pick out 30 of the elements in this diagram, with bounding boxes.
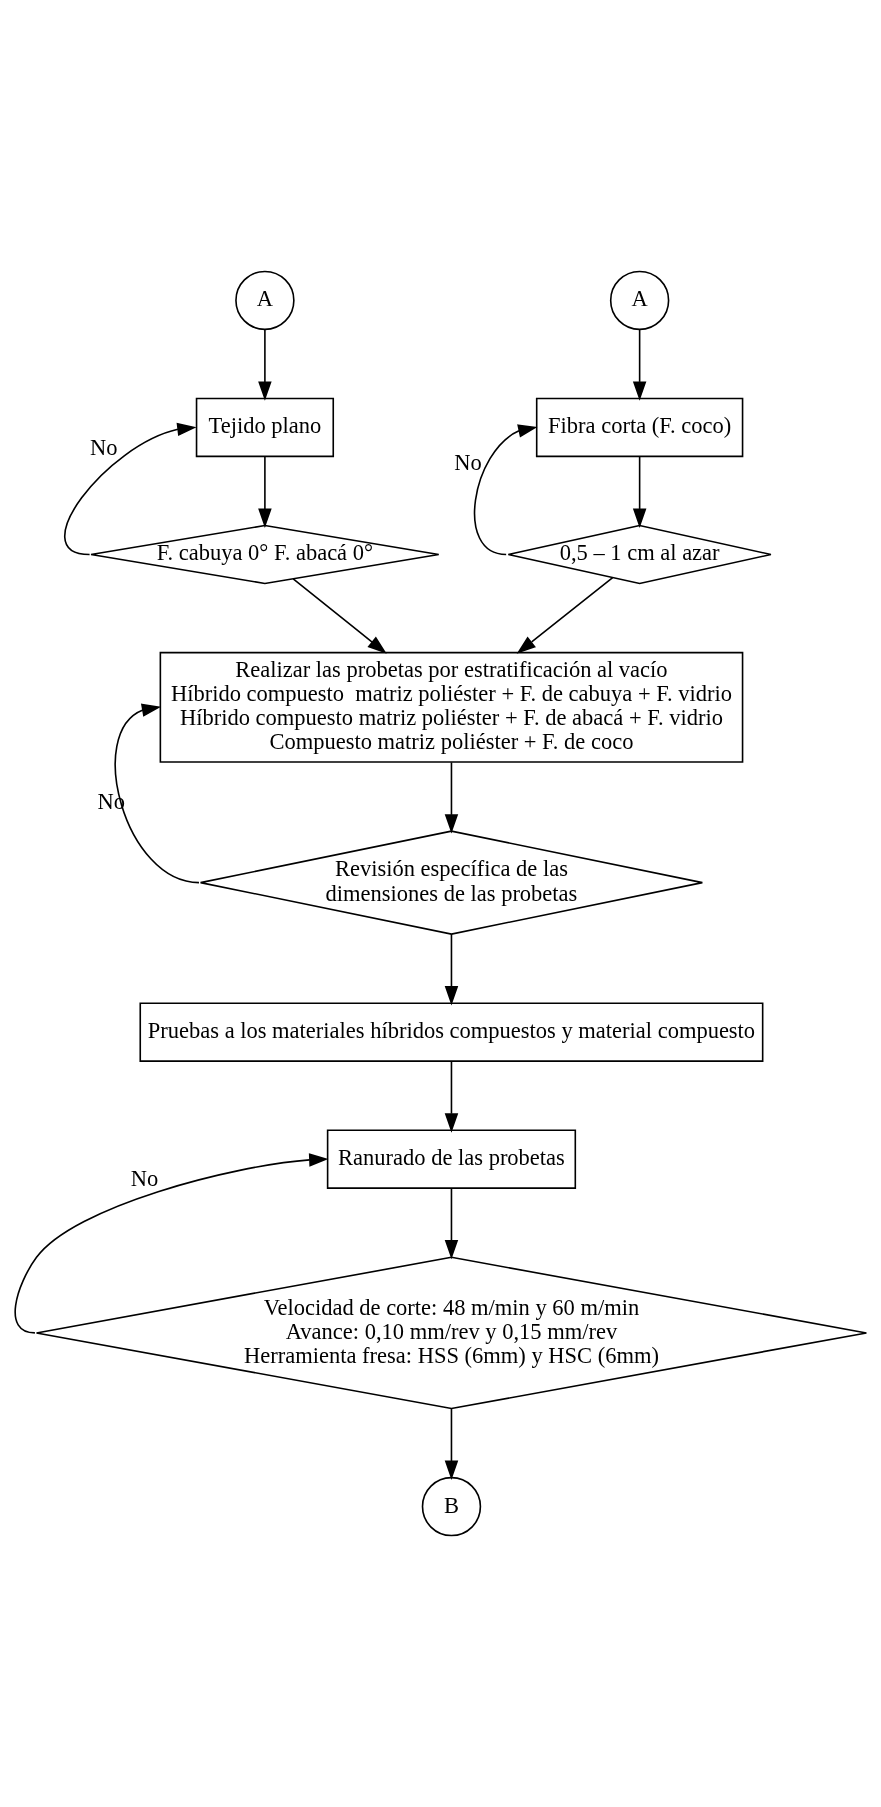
node-box: Tejido plano bbox=[195, 397, 335, 458]
arrow bbox=[14, 1153, 329, 1334]
arrow bbox=[292, 578, 387, 654]
node-box: Fibra corta (F. coco) bbox=[535, 397, 744, 458]
node-circle: B bbox=[421, 1476, 482, 1537]
edge-label: No bbox=[454, 450, 482, 476]
edge-label: No bbox=[90, 434, 118, 460]
node-box: Realizar las probetas por estratificación al vacío Híbrido compuesto matriz poliéster + F. de cabuya + F. vidrio Híbrido compuesto matriz poliéster + F. de abacá + F. vidrio Compuesto matriz poliéster + F. de coco bbox=[159, 651, 744, 763]
arrow bbox=[258, 455, 272, 528]
edge-label: No bbox=[130, 1165, 159, 1191]
node-diamond: Revisión específica de las dimensiones de las probetas bbox=[199, 830, 704, 935]
arrow bbox=[632, 328, 647, 401]
node-diamond: Velocidad de corte: 48 m/min y 60 m/min Avance: 0,10 mm/rev y 0,15 mm/rev Herramienta fresa: HSS (6mm) y HSC (6mm) bbox=[35, 1256, 868, 1410]
arrow bbox=[444, 933, 459, 1006]
arrow bbox=[516, 576, 614, 654]
arrow bbox=[258, 328, 272, 401]
node-box: Ranurado de las probetas bbox=[326, 1129, 577, 1189]
arrow bbox=[444, 1187, 459, 1260]
arrow bbox=[444, 1408, 459, 1480]
node-box: Pruebas a los materiales híbridos compuestos y material compuesto bbox=[139, 1002, 764, 1062]
arrow bbox=[444, 761, 459, 834]
arrow bbox=[473, 424, 538, 556]
arrow bbox=[63, 422, 197, 556]
node-diamond: F. cabuya 0° F. abacá 0° bbox=[90, 524, 440, 585]
arrow bbox=[114, 703, 200, 884]
arrow bbox=[444, 1060, 459, 1133]
node-circle: A bbox=[609, 270, 670, 331]
node-diamond: 0,5 – 1 cm al azar bbox=[507, 524, 772, 585]
node-circle: A bbox=[235, 270, 295, 331]
arrow bbox=[632, 455, 647, 528]
